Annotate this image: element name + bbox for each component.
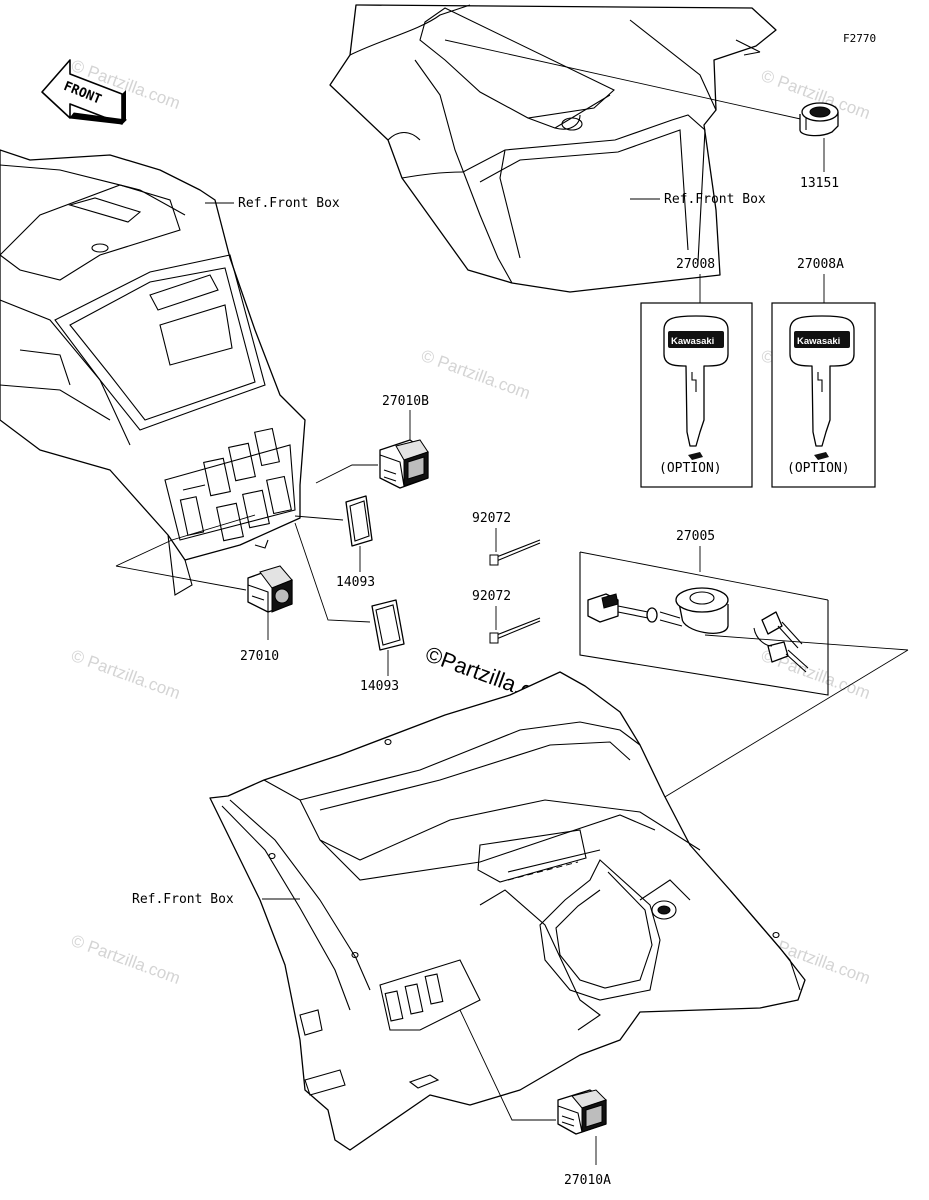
band-1-part (489, 539, 541, 566)
key-card-27008a: 27008A Kawasaki (OPTION) (771, 257, 876, 488)
socket-part (799, 102, 839, 137)
part-number-27008: 27008 (676, 257, 715, 272)
front-box-left-drawing (0, 149, 306, 596)
leader-27005 (704, 634, 909, 651)
front-box-top-drawing (329, 4, 777, 293)
key-option-label: (OPTION) (659, 461, 722, 476)
ignition-switch-part: 27005 (579, 529, 829, 696)
part-number-92072-2: 92072 (472, 589, 511, 604)
leader-27010-line (115, 514, 256, 591)
switch-27010-part (247, 565, 293, 613)
part-number-27005: 27005 (676, 529, 715, 544)
part-number-14093-1: 14093 (336, 575, 375, 590)
leader-14093-2 (294, 522, 371, 623)
key-brand-text: Kawasaki (671, 336, 714, 347)
leader-27010a-line (459, 1009, 556, 1121)
key-brand-text: Kawasaki (797, 336, 840, 347)
ref-label-bottom: Ref.Front Box (132, 892, 234, 907)
leader-socket (444, 39, 806, 121)
part-number-14093-2: 14093 (360, 679, 399, 694)
switch-27010b-part (379, 439, 429, 489)
watermark: © Partzilla.com (69, 931, 183, 988)
front-box-bottom-drawing (209, 671, 806, 1151)
watermark: © Partzilla.com (419, 346, 533, 403)
part-number-27008a: 27008A (797, 257, 844, 272)
figure-code: F2770 (843, 32, 876, 45)
front-arrow-icon: FRONT (41, 59, 128, 125)
key-option-label: (OPTION) (787, 461, 850, 476)
leader-27005b (639, 649, 909, 813)
blank-cover-1-part (345, 495, 373, 547)
part-number-13151: 13151 (800, 176, 839, 191)
ref-label-left: Ref.Front Box (238, 196, 340, 211)
part-number-27010b: 27010B (382, 394, 429, 409)
ref-label-top: Ref.Front Box (664, 192, 766, 207)
part-number-92072-1: 92072 (472, 511, 511, 526)
watermark: © Partzilla.com (69, 646, 183, 703)
leader-27010b-line (315, 464, 378, 484)
key-card-27008: 27008 Kawasaki (OPTION) (640, 257, 753, 488)
band-2-part (489, 617, 541, 644)
part-number-27010: 27010 (240, 649, 279, 664)
blank-cover-2-part (371, 599, 405, 651)
part-number-27010a: 27010A (564, 1173, 611, 1188)
leader-14093-1 (294, 515, 344, 521)
switch-27010a-part (557, 1089, 607, 1135)
